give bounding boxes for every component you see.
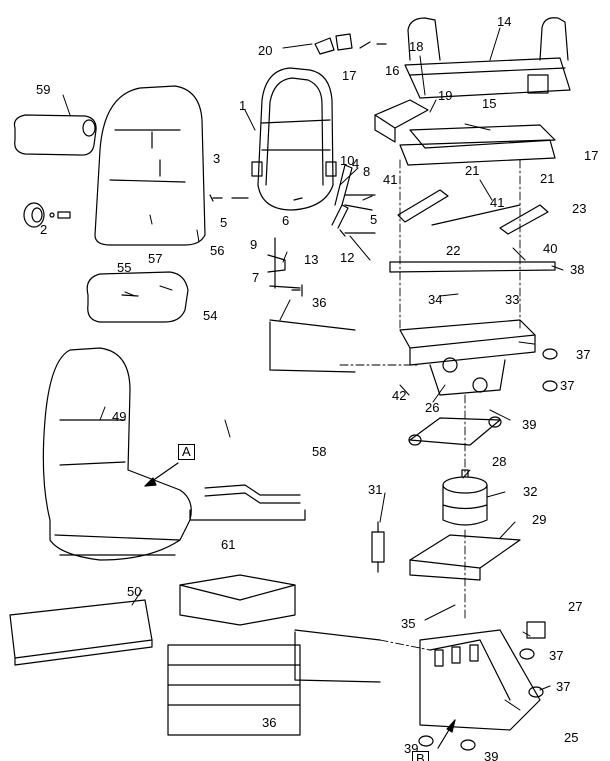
callout-41a: 41 <box>383 172 398 187</box>
callout-14: 14 <box>497 14 512 29</box>
callout-5a: 5 <box>220 215 228 230</box>
callout-28: 28 <box>492 454 507 469</box>
callout-39c: 39 <box>484 749 499 761</box>
bracket-61 <box>189 484 306 521</box>
small-hardware <box>209 194 303 202</box>
callout-10: 10 <box>340 153 355 168</box>
callout-15: 15 <box>482 96 497 111</box>
callout-21a: 21 <box>465 163 480 178</box>
callout-36b: 36 <box>262 715 277 730</box>
callout-3: 3 <box>213 151 221 166</box>
plate-15 <box>399 124 556 166</box>
callout-29: 29 <box>532 512 547 527</box>
callout-55: 55 <box>117 260 132 275</box>
callout-16: 16 <box>385 63 400 78</box>
panel-50 <box>9 599 153 666</box>
leader-lines <box>62 27 564 711</box>
callout-37c: 37 <box>549 648 564 663</box>
callout-37b: 37 <box>560 378 575 393</box>
shock-31 <box>371 521 385 573</box>
back-cushion-57 <box>94 85 206 246</box>
callout-6: 6 <box>282 213 290 228</box>
hardware-20 <box>314 33 387 55</box>
seat-cushion-54 <box>86 271 189 323</box>
callout-23: 23 <box>572 201 587 216</box>
callout-37d: 37 <box>556 679 571 694</box>
linkage-9 <box>267 237 301 289</box>
callout-18: 18 <box>409 39 424 54</box>
complete-seat-49 <box>42 347 192 561</box>
clip-27 <box>526 621 546 639</box>
callout-61: 61 <box>221 537 236 552</box>
callout-35: 35 <box>401 616 416 631</box>
callout-50: 50 <box>127 584 142 599</box>
suspension-base-26 <box>399 319 536 396</box>
callout-4: 4 <box>352 156 360 171</box>
callout-9: 9 <box>250 237 258 252</box>
callout-21b: 21 <box>540 171 555 186</box>
callout-59: 59 <box>36 82 51 97</box>
knob-2 <box>23 202 71 228</box>
callout-13: 13 <box>304 252 319 267</box>
callout-41b: 41 <box>490 195 505 210</box>
bellows <box>167 574 301 736</box>
callout-38: 38 <box>570 262 585 277</box>
callout-42: 42 <box>392 388 407 403</box>
block-16 <box>374 99 429 143</box>
view-marker-a: A <box>178 444 195 460</box>
callout-2: 2 <box>40 222 48 237</box>
view-arrows <box>144 462 456 749</box>
callout-19: 19 <box>438 88 453 103</box>
callout-58: 58 <box>312 444 327 459</box>
arm-pad-59 <box>13 114 97 156</box>
guide-lines <box>339 159 521 651</box>
lower-base-25 <box>419 629 541 731</box>
bolts-12-13 <box>291 229 376 297</box>
scissor-29 <box>409 534 521 581</box>
callout-37a: 37 <box>576 347 591 362</box>
rails-21 <box>397 189 549 235</box>
callout-40: 40 <box>543 241 558 256</box>
callout-33: 33 <box>505 292 520 307</box>
rod-36-lower <box>294 629 381 683</box>
rings <box>418 348 558 751</box>
callout-22: 22 <box>446 243 461 258</box>
view-marker-b: B <box>412 751 429 761</box>
callout-49: 49 <box>112 409 127 424</box>
callout-36a: 36 <box>312 295 327 310</box>
callout-34: 34 <box>428 292 443 307</box>
callout-56: 56 <box>210 243 225 258</box>
bar-38 <box>389 261 556 273</box>
callout-5b: 5 <box>370 212 378 227</box>
callout-27: 27 <box>568 599 583 614</box>
callout-57: 57 <box>148 251 163 266</box>
back-frame-1 <box>251 67 337 211</box>
callout-17a: 17 <box>342 68 357 83</box>
callout-1: 1 <box>239 98 247 113</box>
callout-31: 31 <box>368 482 383 497</box>
callout-32: 32 <box>523 484 538 499</box>
callout-39a: 39 <box>522 417 537 432</box>
rod-36-upper <box>269 319 356 373</box>
callout-17b: 17 <box>584 148 599 163</box>
callout-12: 12 <box>340 250 355 265</box>
callout-54: 54 <box>203 308 218 323</box>
callout-25: 25 <box>564 730 579 745</box>
callout-26: 26 <box>425 400 440 415</box>
air-spring-32 <box>442 469 488 526</box>
callout-7: 7 <box>252 270 260 285</box>
upper-frame-14 <box>404 17 571 99</box>
callout-20: 20 <box>258 43 273 58</box>
callout-8: 8 <box>363 164 371 179</box>
link-28 <box>408 416 502 446</box>
